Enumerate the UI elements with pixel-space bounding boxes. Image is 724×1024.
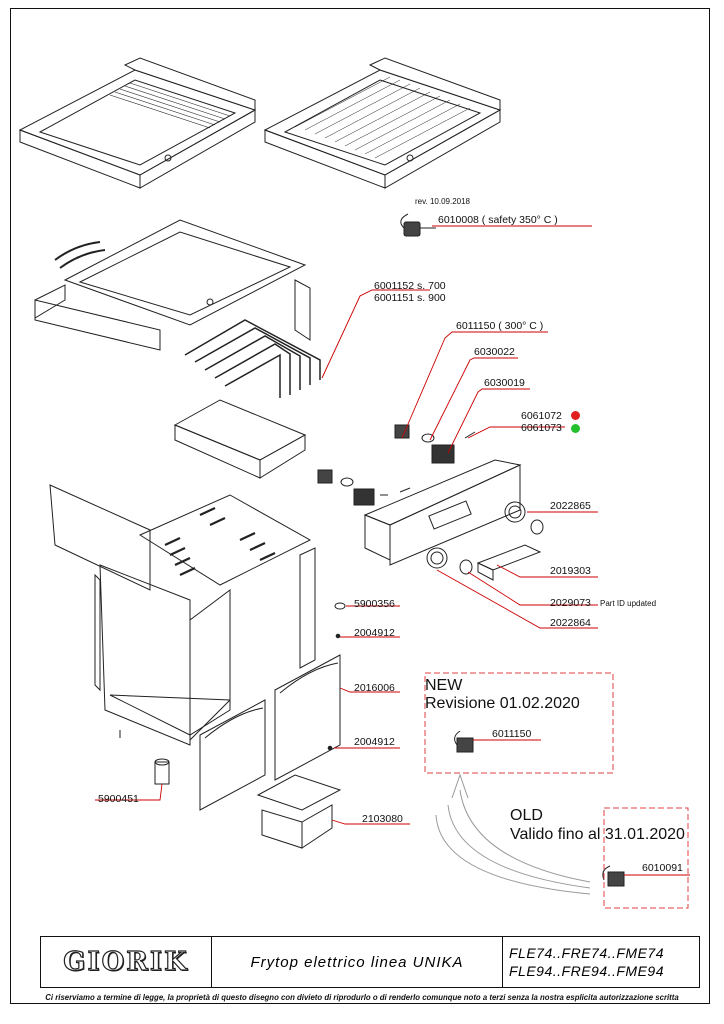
label-6030022: 6030022: [474, 346, 515, 358]
label-2004912-b: 2004912: [354, 736, 395, 748]
cable-gland-part: [334, 602, 346, 610]
adjustable-foot: [154, 758, 170, 785]
label-6011150-top: 6011150 ( 300° C ): [456, 320, 544, 332]
red-status-dot: [571, 411, 580, 420]
brand-logo: GIORIK: [41, 937, 212, 987]
control-panel: [363, 459, 544, 581]
revision-note: rev. 10.09.2018: [415, 197, 471, 206]
cabinet-doors: [199, 654, 341, 811]
safety-thermostat-part: [400, 213, 436, 237]
label-6011150-new: 6011150: [492, 728, 532, 740]
label-6010008: 6010008 ( safety 350° C ): [438, 214, 558, 226]
old-revision-box: [603, 807, 689, 909]
label-2019303: 2019303: [550, 565, 591, 577]
label-2022864: 2022864: [550, 617, 591, 629]
label-5900356: 5900356: [354, 598, 395, 610]
models-line-2: FLE94..FRE94..FME94: [509, 963, 665, 979]
drawing-frame: [10, 8, 710, 1004]
heating-elements: [184, 319, 321, 398]
label-6061072: 6061072: [521, 410, 562, 422]
cabinet-body: [49, 484, 316, 746]
model-list: FLE74..FRE74..FME74 FLE94..FRE94..FME94: [503, 937, 699, 987]
title-block: GIORIK Frytop elettrico linea UNIKA FLE7…: [40, 936, 700, 988]
replacement-arrows: [435, 773, 591, 895]
new-thermostat-part: [454, 730, 488, 753]
drawing-description: Frytop elettrico linea UNIKA: [212, 937, 503, 987]
new-heading: NEW: [425, 677, 463, 694]
label-part-id-updated: Part ID updated: [600, 599, 657, 608]
label-6010091: 6010091: [642, 862, 683, 874]
label-2029073: 2029073: [550, 597, 591, 609]
models-line-1: FLE74..FRE74..FME74: [509, 945, 665, 961]
label-2004912-a: 2004912: [354, 627, 395, 639]
new-revision-box: [424, 672, 614, 774]
inner-box: [173, 399, 307, 479]
old-valid-until: Valido fino al 31.01.2020: [510, 826, 685, 843]
label-5900451: 5900451: [98, 793, 139, 805]
label-6030019: 6030019: [484, 377, 525, 389]
copyright-notice: Ci riserviamo a termine di legge, la pro…: [45, 993, 679, 1002]
grease-container: [256, 774, 342, 849]
screw-part-b: [327, 745, 333, 751]
label-2103080: 2103080: [362, 813, 403, 825]
screw-part-a: [335, 633, 341, 639]
green-status-dot: [571, 424, 580, 433]
label-2022865: 2022865: [550, 500, 591, 512]
new-revision-date: Revisione 01.02.2020: [425, 695, 580, 712]
label-2016006: 2016006: [354, 682, 395, 694]
regulator-parts: [317, 424, 476, 506]
label-6001152: 6001152 s. 700: [374, 280, 446, 292]
griddle-plate-left: [18, 57, 257, 189]
label-6061073: 6061073: [521, 422, 562, 434]
label-6001151: 6001151 s. 900: [374, 292, 446, 304]
plate-frame: [34, 219, 311, 351]
old-thermostat-part: [602, 865, 625, 887]
leader-lines: [95, 225, 690, 876]
old-heading: OLD: [510, 807, 543, 824]
griddle-plate-right: [263, 57, 502, 189]
